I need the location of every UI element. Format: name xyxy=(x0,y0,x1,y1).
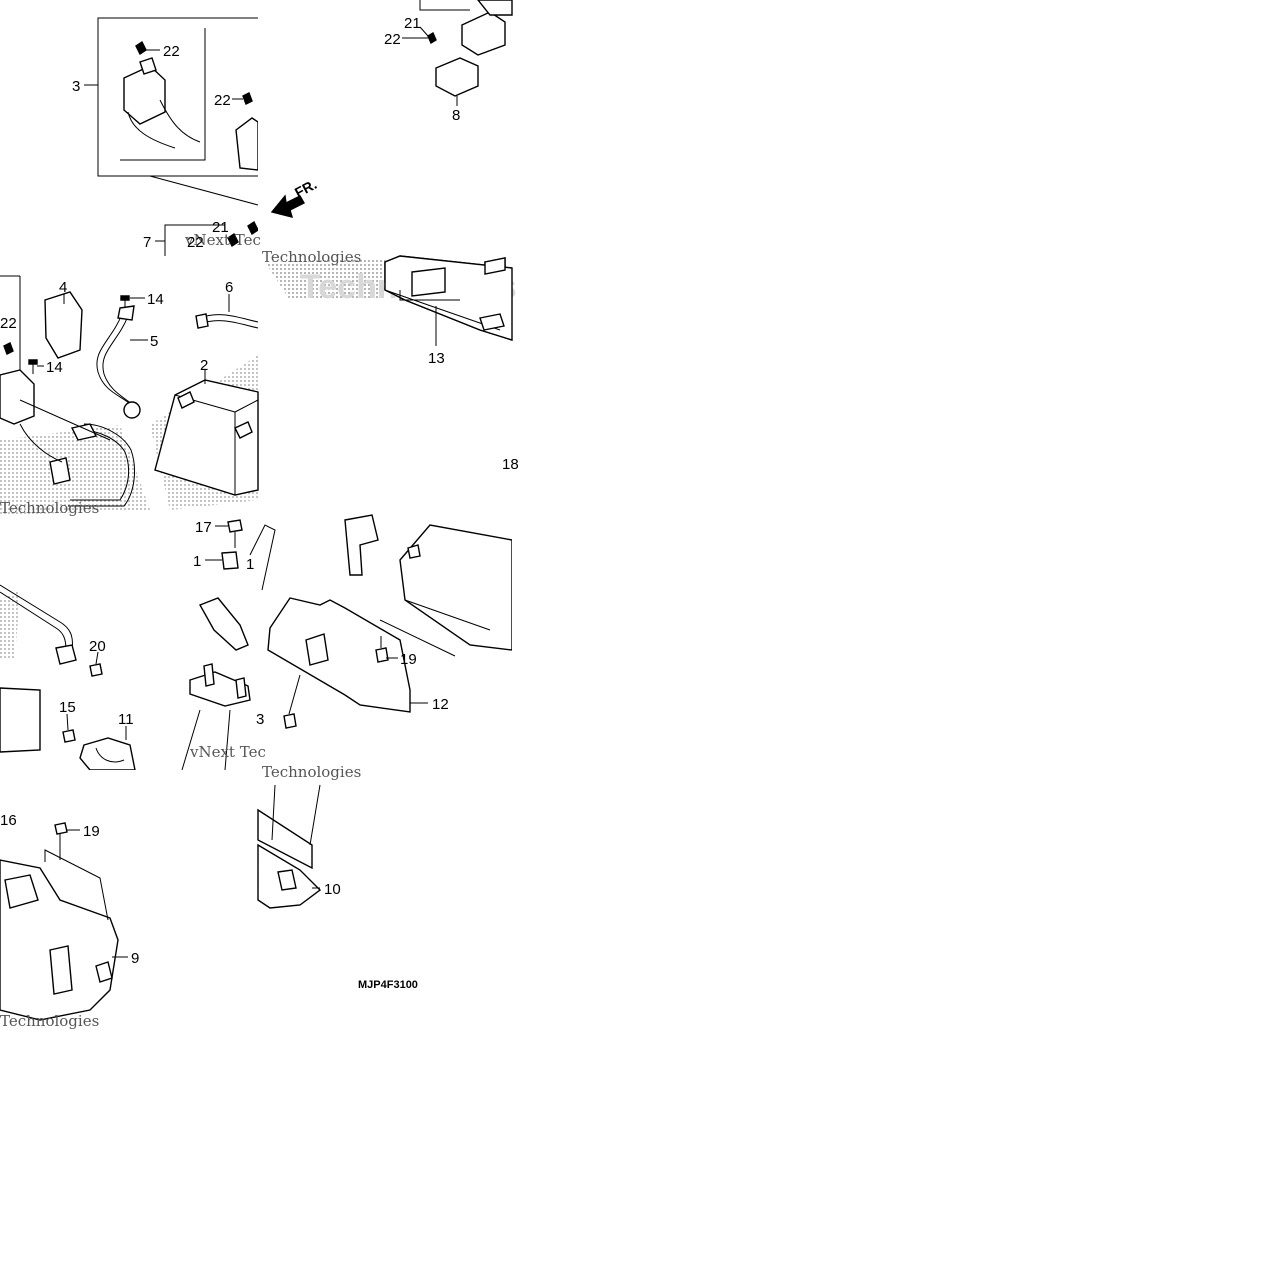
callout-1-a: 1 xyxy=(193,553,201,570)
panel-e-bracket-clamp xyxy=(0,584,136,771)
watermark-1: vNext Tec xyxy=(184,231,261,249)
panel-f-stay xyxy=(181,519,276,771)
callout-22-e: 22 xyxy=(0,315,17,332)
diagram-code: MJP4F3100 xyxy=(358,979,418,991)
callout-12: 12 xyxy=(432,696,449,713)
panel-b-redraw xyxy=(270,0,513,218)
callout-15: 15 xyxy=(59,699,76,716)
panel-a-relay-box xyxy=(97,17,305,256)
callout-20: 20 xyxy=(89,638,106,655)
callout-22-c: 22 xyxy=(384,31,401,48)
callout-9: 9 xyxy=(131,950,139,967)
watermarks: vNext Tec vNext Tec Technologies Technol… xyxy=(0,231,361,1030)
panel-h-holder xyxy=(0,822,119,1021)
callout-19-b: 19 xyxy=(83,823,100,840)
callout-3-a: 3 xyxy=(72,78,80,95)
callout-1-b: 1 xyxy=(246,556,254,573)
callout-2: 2 xyxy=(200,357,208,374)
callout-10: 10 xyxy=(324,881,341,898)
watermark-2: vNext Tec xyxy=(189,743,266,761)
callout-4: 4 xyxy=(59,279,67,296)
panel-c-battery-cables xyxy=(0,275,259,507)
panel-d-redraw: Technologies xyxy=(265,255,517,346)
watermark-4: Technologies xyxy=(0,1012,99,1030)
callout-22-d: 22 xyxy=(187,234,204,251)
callout-6: 6 xyxy=(225,279,233,296)
callout-11: 11 xyxy=(118,711,134,728)
panel-i-panel xyxy=(257,784,322,909)
watermark-3: Technologies xyxy=(0,499,99,517)
callout-16: 16 xyxy=(0,812,17,829)
callout-3-b: 3 xyxy=(256,711,264,728)
callout-8: 8 xyxy=(452,107,460,124)
callout-21-a: 21 xyxy=(404,15,421,32)
callout-19-a: 19 xyxy=(400,651,417,668)
callout-17: 17 xyxy=(195,519,212,536)
callouts: 22 3 22 21 22 7 21 22 8 22 4 14 6 14 5 2… xyxy=(0,15,519,967)
callout-7: 7 xyxy=(143,234,151,251)
callout-14-a: 14 xyxy=(147,291,164,308)
callout-18: 18 xyxy=(502,456,519,473)
callout-21-b: 21 xyxy=(212,219,229,236)
callout-5: 5 xyxy=(150,333,158,350)
watermark-5: Technologies xyxy=(262,248,361,266)
callout-14-b: 14 xyxy=(46,359,63,376)
callout-22-a: 22 xyxy=(163,43,180,60)
callout-13: 13 xyxy=(428,350,445,367)
callout-22-b: 22 xyxy=(214,92,231,109)
watermark-6: Technologies xyxy=(262,763,361,781)
panel-g-cover xyxy=(267,514,513,729)
